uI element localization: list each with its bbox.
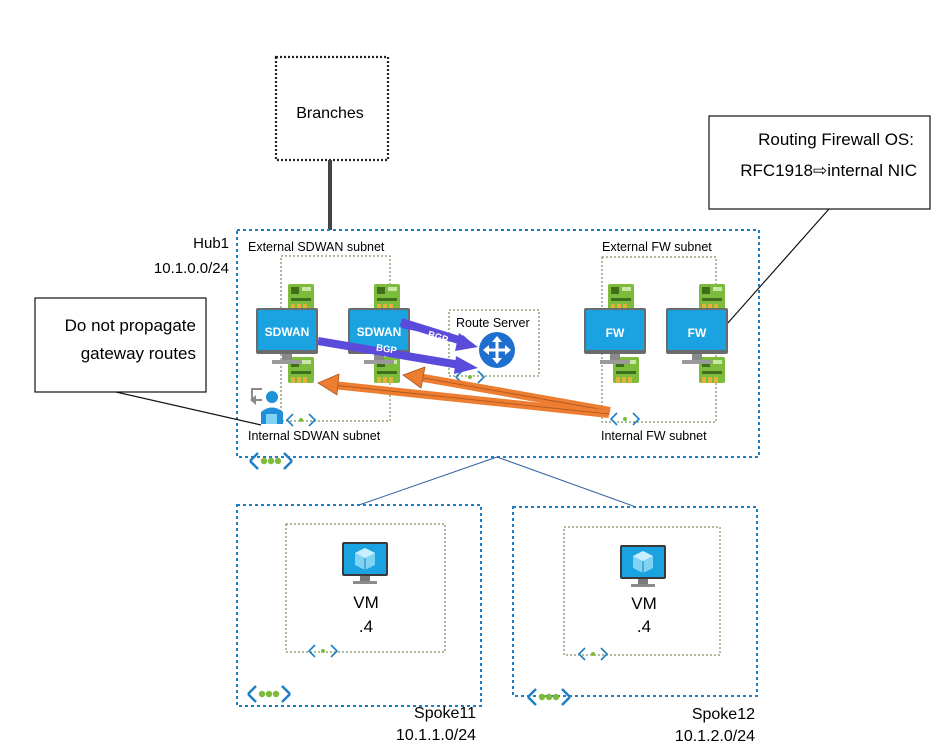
fw2-appliance: FW xyxy=(666,308,728,364)
spoke11-subnet-icon xyxy=(308,644,338,658)
int-sdwan-subnet-label: Internal SDWAN subnet xyxy=(248,429,381,443)
spoke11-vnet-border xyxy=(236,504,482,707)
propagate-callout-line1: Do not propagate xyxy=(65,316,196,335)
spoke12-cidr: 10.1.2.0/24 xyxy=(675,728,755,745)
spoke11-name: Spoke11 xyxy=(414,705,476,722)
bgp-arrow-2 xyxy=(317,337,478,374)
sdwan1-ext-nic-icon xyxy=(288,284,314,310)
fw1-label: FW xyxy=(606,326,625,340)
hub-name: Hub1 xyxy=(193,235,229,252)
bgp-arrow-1 xyxy=(399,318,478,351)
return-arrow-to-sdwan1 xyxy=(317,373,610,418)
spoke12-vm-ip: .4 xyxy=(637,617,651,636)
ext-fw-subnet-label: External FW subnet xyxy=(602,240,712,254)
return-arrow-to-sdwan2 xyxy=(402,366,611,415)
route-server-subnet-box xyxy=(448,309,540,377)
spoke12-vm-icon xyxy=(619,544,667,588)
firewall-callout-pointer xyxy=(718,208,830,334)
sdwan2-label: SDWAN xyxy=(357,325,402,339)
bgp-label-2: BGP xyxy=(375,343,398,357)
firewall-callout-line2: RFC1918⇨internal NIC xyxy=(740,161,917,180)
spoke11-vm-label: VM xyxy=(353,593,379,612)
spoke12-subnet-icon xyxy=(578,647,608,661)
int-fw-subnet-label: Internal FW subnet xyxy=(601,429,707,443)
int-sdwan-subnet-icon xyxy=(286,413,316,427)
spoke11-vnet-icon xyxy=(246,684,292,704)
fw2-label: FW xyxy=(688,326,707,340)
spoke12-vnet-border xyxy=(512,506,758,697)
route-server-label: Route Server xyxy=(456,316,530,330)
route-server-icon xyxy=(479,332,515,368)
sdwan2-appliance: SDWAN xyxy=(348,308,410,364)
fw1-appliance: FW xyxy=(584,308,646,364)
spoke12-subnet-box xyxy=(563,526,721,656)
peering-line-spoke12 xyxy=(496,456,637,508)
ext-sdwan-subnet-label: External SDWAN subnet xyxy=(248,240,385,254)
hub-cidr: 10.1.0.0/24 xyxy=(154,260,229,277)
branches-label: Branches xyxy=(296,105,364,122)
hub-vnet-icon xyxy=(248,451,294,471)
sdwan2-ext-nic-icon xyxy=(374,284,400,310)
fw1-ext-nic-icon xyxy=(608,284,634,310)
propagate-callout-box xyxy=(34,297,207,393)
propagate-callout-pointer xyxy=(115,391,262,426)
sdwan1-appliance: SDWAN xyxy=(256,308,318,364)
bgp-label-1: BGP xyxy=(426,329,450,346)
peering-line-spoke11 xyxy=(358,456,498,506)
firewall-callout-line1: Routing Firewall OS: xyxy=(758,130,914,149)
firewall-callout-box xyxy=(708,115,931,210)
propagate-callout-line2: gateway routes xyxy=(81,344,196,363)
spoke11-vm-icon xyxy=(341,541,389,585)
spoke11-subnet-box xyxy=(285,523,446,653)
sdwan1-label: SDWAN xyxy=(265,325,310,339)
spoke11-cidr: 10.1.1.0/24 xyxy=(396,727,476,744)
int-fw-subnet-icon xyxy=(610,412,640,426)
branches-box xyxy=(274,55,390,162)
route-table-icon xyxy=(250,388,283,424)
spoke12-name: Spoke12 xyxy=(692,706,755,723)
fw2-ext-nic-icon xyxy=(699,284,725,310)
spoke12-vm-label: VM xyxy=(631,594,657,613)
spoke11-vm-ip: .4 xyxy=(359,617,373,636)
